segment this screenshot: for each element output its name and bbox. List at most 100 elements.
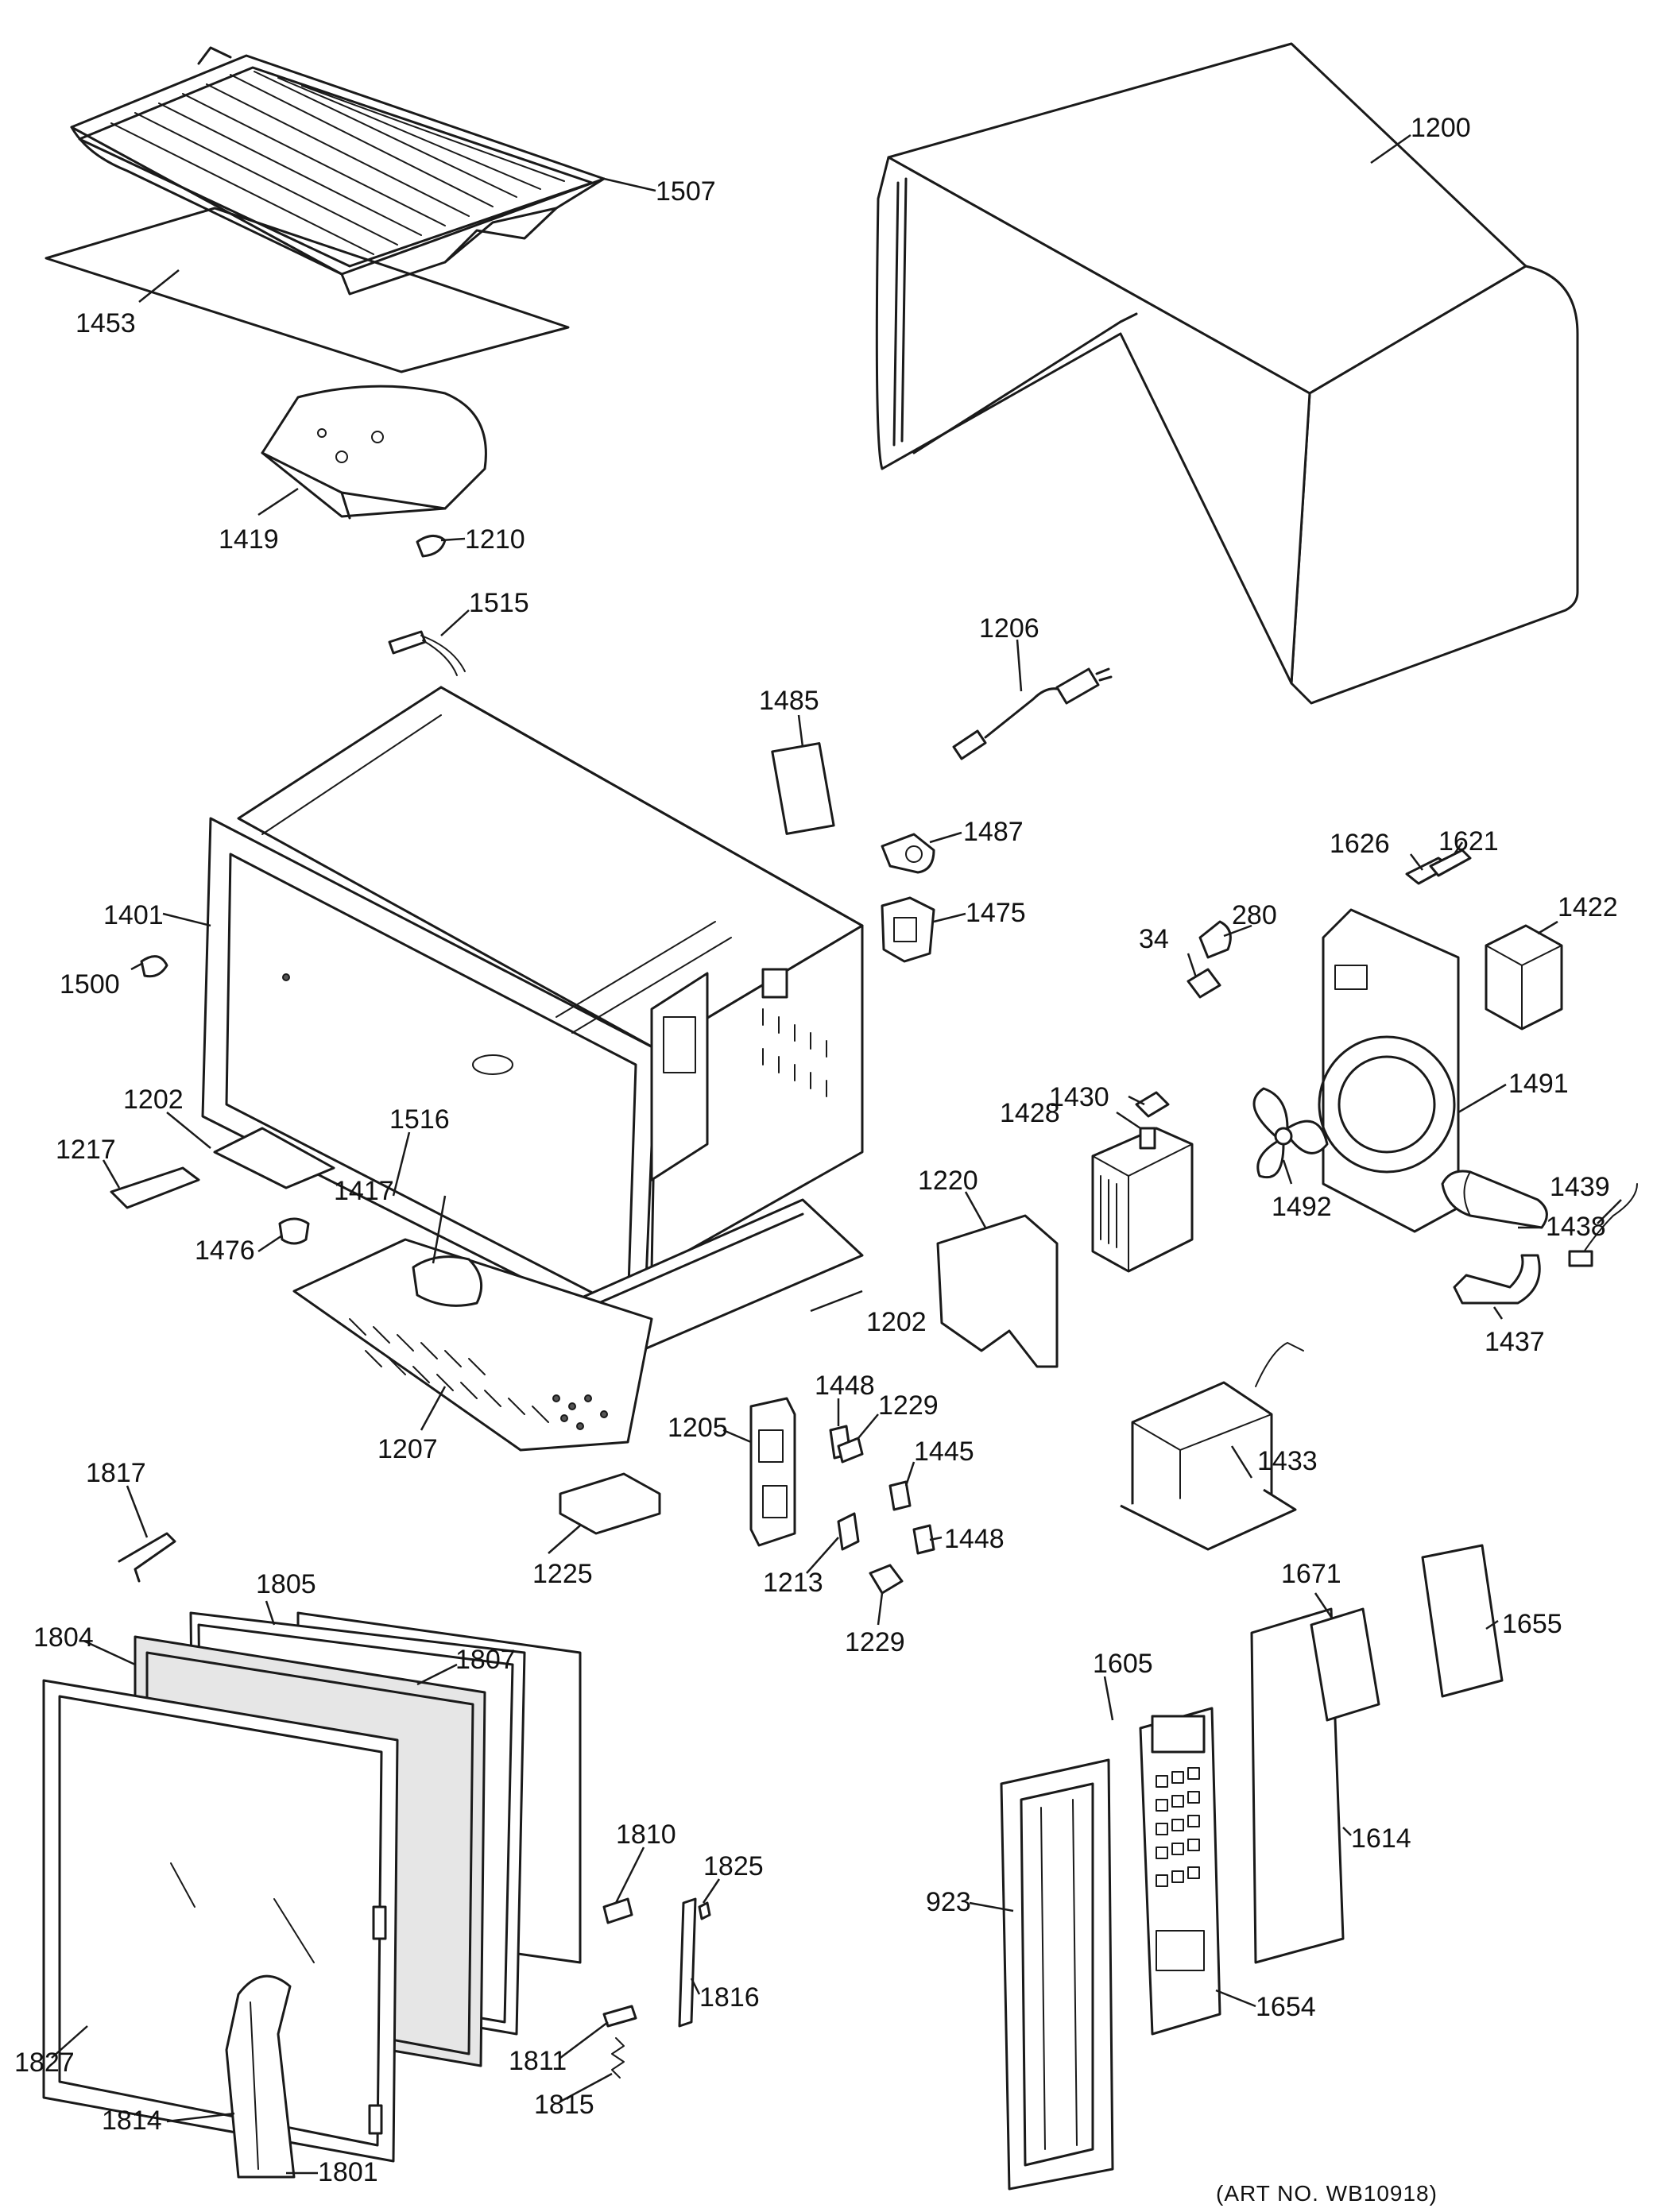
label-1801: 1801 bbox=[318, 2157, 378, 2187]
part-1825-screw bbox=[698, 1901, 711, 1920]
capacitor-clamp bbox=[1453, 1254, 1541, 1305]
part-1217-bracket bbox=[110, 1166, 200, 1209]
label-1445: 1445 bbox=[914, 1437, 974, 1467]
label-1417: 1417 bbox=[334, 1176, 394, 1206]
label-1476: 1476 bbox=[195, 1236, 255, 1266]
label-1816: 1816 bbox=[699, 1982, 760, 2013]
label-1419: 1419 bbox=[219, 524, 279, 555]
oven-rack bbox=[45, 46, 606, 373]
label-1229b: 1229 bbox=[845, 1627, 905, 1657]
label-1437: 1437 bbox=[1485, 1327, 1545, 1357]
label-1817: 1817 bbox=[86, 1458, 146, 1488]
part-1439-wire bbox=[1568, 1183, 1638, 1267]
switch-plate bbox=[881, 896, 935, 963]
wire-connector bbox=[388, 630, 466, 676]
label-1220: 1220 bbox=[918, 1166, 978, 1196]
label-1207: 1207 bbox=[377, 1434, 438, 1464]
oven-cavity bbox=[201, 686, 864, 1340]
label-1205: 1205 bbox=[668, 1413, 728, 1443]
art-number: (ART NO. WB10918) bbox=[1216, 2181, 1438, 2206]
label-1500: 1500 bbox=[60, 969, 120, 1000]
label-1825: 1825 bbox=[703, 1851, 764, 1881]
label-1229a: 1229 bbox=[878, 1390, 939, 1421]
transformer bbox=[1120, 1342, 1304, 1551]
fan-duct bbox=[1318, 908, 1460, 1233]
label-1485: 1485 bbox=[759, 686, 819, 716]
part-1476-foot bbox=[278, 1217, 310, 1245]
label-1626: 1626 bbox=[1330, 829, 1390, 859]
part-1229-cam bbox=[837, 1437, 864, 1464]
part-1448-switch-2 bbox=[912, 1524, 935, 1555]
label-1491: 1491 bbox=[1508, 1069, 1569, 1099]
label-1401: 1401 bbox=[103, 900, 164, 930]
label-1200: 1200 bbox=[1411, 113, 1471, 143]
label-1448b: 1448 bbox=[944, 1524, 1005, 1554]
part-1445-switch bbox=[888, 1480, 912, 1511]
door-front-panel bbox=[42, 1679, 399, 2163]
label-1614: 1614 bbox=[1351, 1823, 1411, 1854]
part-1210-washer bbox=[416, 535, 447, 558]
waveguide bbox=[936, 1214, 1059, 1368]
label-1217: 1217 bbox=[56, 1135, 116, 1165]
magnetron bbox=[1091, 1127, 1194, 1273]
part-1810-latch bbox=[602, 1897, 633, 1924]
door-handle bbox=[225, 1974, 296, 2179]
label-923: 923 bbox=[926, 1887, 971, 1917]
label-1453: 1453 bbox=[75, 308, 136, 338]
label-1655: 1655 bbox=[1502, 1609, 1562, 1639]
part-34-socket bbox=[1187, 968, 1221, 999]
label-1815: 1815 bbox=[534, 2090, 594, 2120]
leader-lines bbox=[51, 133, 1622, 2175]
label-1827: 1827 bbox=[14, 2048, 75, 2078]
label-1210: 1210 bbox=[465, 524, 525, 555]
control-keypad bbox=[1139, 1707, 1221, 2036]
part-1811-hook bbox=[602, 2005, 637, 2028]
label-1492: 1492 bbox=[1272, 1192, 1332, 1222]
fan-blade bbox=[1252, 1087, 1329, 1178]
part-1815-spring bbox=[611, 2037, 625, 2079]
label-1433: 1433 bbox=[1257, 1446, 1318, 1476]
part-280-lamp bbox=[1198, 920, 1232, 959]
label-1671: 1671 bbox=[1281, 1559, 1341, 1589]
label-1807: 1807 bbox=[455, 1645, 516, 1675]
label-1202b: 1202 bbox=[866, 1307, 927, 1337]
bottom-panel bbox=[292, 1238, 653, 1452]
label-34: 34 bbox=[1139, 924, 1169, 954]
outer-case bbox=[875, 42, 1579, 705]
label-1475: 1475 bbox=[966, 898, 1026, 928]
label-280: 280 bbox=[1232, 900, 1277, 930]
label-1805: 1805 bbox=[256, 1569, 316, 1599]
label-1206: 1206 bbox=[979, 613, 1039, 644]
switch-holder bbox=[749, 1397, 796, 1547]
label-1213: 1213 bbox=[763, 1568, 823, 1598]
part-labels: 1200 1507 1453 1419 1210 1515 1206 1485 … bbox=[14, 113, 1618, 2206]
stirrer-cover bbox=[261, 385, 487, 520]
latch-bracket bbox=[881, 833, 935, 874]
control-housing bbox=[1250, 1607, 1345, 1964]
label-1811: 1811 bbox=[509, 2046, 567, 2076]
display-window bbox=[1310, 1607, 1380, 1722]
label-1605: 1605 bbox=[1093, 1649, 1153, 1679]
label-1430: 1430 bbox=[1049, 1082, 1109, 1112]
label-1225: 1225 bbox=[532, 1559, 593, 1589]
part-1430-clip bbox=[1135, 1091, 1170, 1118]
label-1422: 1422 bbox=[1558, 892, 1618, 922]
label-1202a: 1202 bbox=[123, 1085, 184, 1115]
part-1229-cam-2 bbox=[869, 1564, 904, 1595]
part-1500-plug bbox=[140, 955, 168, 978]
label-1507: 1507 bbox=[656, 176, 716, 207]
power-cord bbox=[952, 667, 1113, 760]
label-1814: 1814 bbox=[102, 2106, 162, 2136]
label-1621: 1621 bbox=[1438, 826, 1499, 857]
part-1817-bracket bbox=[118, 1532, 176, 1583]
label-1515: 1515 bbox=[469, 588, 529, 618]
part-1816-arm bbox=[678, 1897, 697, 2028]
label-1654: 1654 bbox=[1256, 1992, 1316, 2022]
fan-motor bbox=[1485, 924, 1563, 1031]
label-1428: 1428 bbox=[1000, 1098, 1060, 1128]
control-board bbox=[1421, 1544, 1504, 1698]
label-1516: 1516 bbox=[389, 1104, 450, 1135]
label-1804: 1804 bbox=[33, 1622, 94, 1653]
